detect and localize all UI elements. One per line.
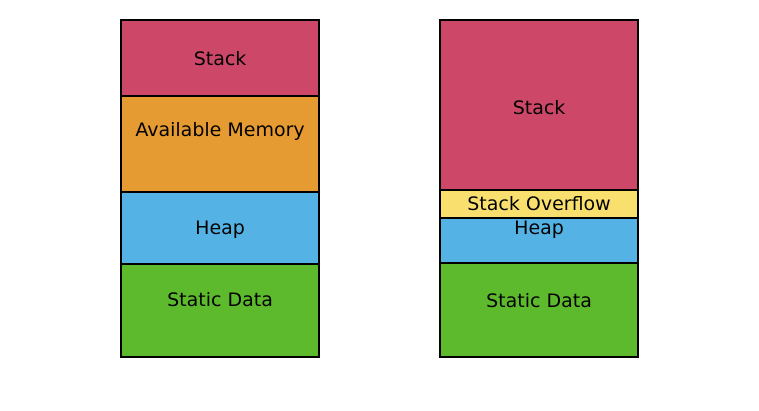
- segment-label: Stack: [512, 97, 566, 120]
- segment-label: Heap: [514, 217, 564, 240]
- memory-segment-stack-overflow: Stack Overflow: [440, 190, 638, 218]
- memory-segment-stack: Stack: [121, 20, 319, 96]
- segment-label: Heap: [195, 217, 245, 240]
- memory-segment-available-memory: Available Memory: [121, 96, 319, 192]
- segment-label: Stack: [193, 48, 247, 71]
- segment-label: Available Memory: [135, 119, 305, 142]
- memory-segment-stack: Stack: [440, 20, 638, 190]
- segment-label: Stack Overflow: [467, 193, 611, 216]
- memory-segment-heap: Heap: [440, 217, 638, 263]
- memory-segment-static-data: Static Data: [121, 264, 319, 357]
- segment-label: Static Data: [167, 289, 273, 312]
- memory-segment-static-data: Static Data: [440, 263, 638, 357]
- segment-label: Static Data: [486, 290, 592, 313]
- memory-segment-heap: Heap: [121, 192, 319, 264]
